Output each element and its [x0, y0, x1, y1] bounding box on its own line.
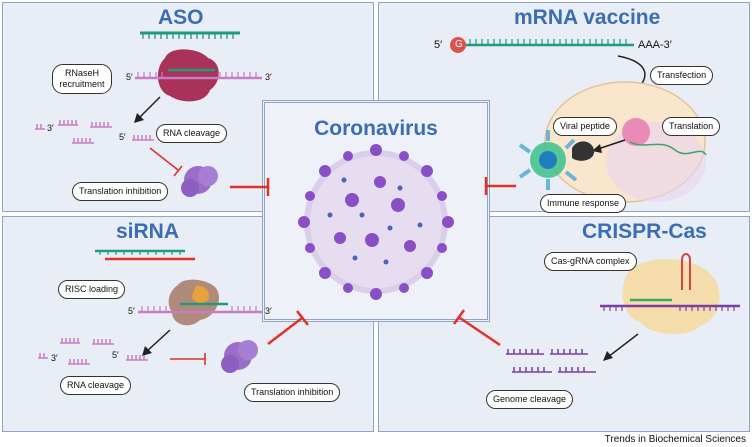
translation-label: Translation — [662, 117, 721, 136]
aso-three-prime-label: 3′ — [265, 72, 272, 82]
sirna-fragment-five-prime-label: 5′ — [112, 350, 119, 360]
immune-cell-icon — [518, 130, 578, 190]
viral-peptide-icon — [572, 141, 595, 161]
journal-credit: Trends in Biochemical Sciences — [604, 434, 746, 445]
sirna-rna-fragments-icon — [38, 338, 148, 365]
aso-to-virus-inhibitor-icon — [230, 178, 270, 196]
aso-cleavage-arrow-icon — [134, 96, 161, 123]
host-cell-icon — [544, 81, 707, 203]
aso-rna-cleavage-label: RNA cleavage — [156, 124, 228, 143]
crispr-dna-fragments-icon — [506, 349, 596, 373]
risc-loading-label: RISC loading — [58, 280, 126, 299]
sirna-translation-inhibition-label: Translation inhibition — [244, 383, 341, 402]
cas-enzyme-icon — [622, 253, 720, 334]
mrna-strand-icon — [450, 37, 634, 53]
rnaseh-enzyme-icon — [157, 49, 219, 102]
viral-peptide-label: Viral peptide — [553, 117, 617, 136]
mrna-five-prime-label: 5′ — [434, 39, 443, 51]
aso-oligo-icon — [140, 31, 240, 39]
mrna-polya-tail-label: AAA-3′ — [638, 39, 672, 51]
sirna-ribosome-icon — [221, 340, 258, 373]
crispr-cas-title: CRISPR-Cas — [582, 220, 707, 243]
coronavirus-title: Coronavirus — [314, 117, 438, 140]
transfection-label: Transfection — [650, 66, 714, 85]
aso-inhibition-icon — [149, 147, 183, 177]
sirna-title: siRNA — [116, 220, 180, 243]
aso-fragment-three-prime-label: 3′ — [47, 123, 54, 133]
aso-translation-inhibition-label: Translation inhibition — [72, 182, 169, 201]
sirna-to-virus-inhibitor-icon — [267, 310, 309, 345]
sirna-fragment-three-prime-label: 3′ — [51, 353, 58, 363]
crispr-to-virus-inhibitor-icon — [452, 309, 501, 347]
rnaseh-recruitment-label: RNaseH recruitment — [52, 64, 112, 94]
aso-five-prime-label: 5′ — [126, 72, 133, 82]
aso-target-rna-icon — [135, 68, 262, 80]
sirna-cleavage-arrow-icon — [142, 329, 171, 356]
sirna-duplex-icon — [95, 249, 195, 261]
aso-ribosome-icon — [181, 166, 218, 197]
sirna-inhibition-icon — [170, 353, 206, 365]
sirna-target-rna-icon — [138, 302, 262, 314]
sirna-three-prime-label: 3′ — [265, 306, 272, 316]
crispr-genome-dna-icon — [600, 298, 740, 311]
risc-complex-icon — [168, 279, 220, 326]
aso-title: ASO — [158, 6, 204, 29]
crispr-cleavage-arrow-icon — [603, 333, 639, 361]
mrna-vaccine-title: mRNA vaccine — [514, 6, 661, 29]
cas-grna-complex-label: Cas-gRNA complex — [544, 252, 637, 271]
sirna-rna-cleavage-label: RNA cleavage — [60, 376, 132, 395]
aso-rna-fragments-icon — [35, 120, 154, 144]
translation-arrow-icon — [592, 139, 626, 153]
sirna-five-prime-label: 5′ — [128, 306, 135, 316]
aso-fragment-five-prime-label: 5′ — [119, 132, 126, 142]
mrna-to-virus-inhibitor-icon — [484, 177, 516, 195]
mrna-cap-label: G — [455, 39, 463, 50]
genome-cleavage-label: Genome cleavage — [486, 390, 574, 409]
immune-response-label: Immune response — [540, 194, 627, 213]
coronavirus-icon — [298, 144, 454, 300]
